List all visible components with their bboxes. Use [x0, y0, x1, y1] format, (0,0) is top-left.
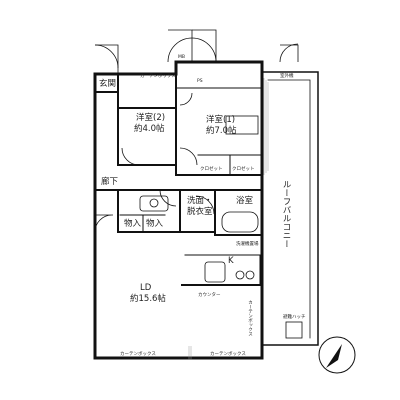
curtain-box-left: カーテンボックス: [120, 350, 156, 357]
room-western1-name: 洋室(1): [206, 114, 235, 125]
room-western2-size: 約4.0帖: [134, 123, 165, 134]
doors: [94, 29, 299, 233]
curtain-box-top: カーテンボックス: [140, 72, 176, 79]
fixtures: [139, 115, 259, 283]
room-washroom-line1: 洗面・: [187, 195, 213, 206]
room-bathroom: 浴室: [236, 195, 254, 206]
washer-space-label: 洗濯機置場: [236, 240, 259, 247]
room-hallway: 廊下: [101, 176, 119, 187]
room-labels: 玄関 洋室(2) 約4.0帖 洋室(1) 約7.0帖 廊下 洗面・ 脱衣室 浴室…: [99, 78, 291, 304]
curtain-box-side: カーテンボックス: [248, 300, 253, 337]
room-kitchen: K: [228, 256, 234, 266]
aircon-unit-label: 室外機: [280, 72, 294, 79]
room-ld-size: 約15.6帖: [130, 293, 166, 304]
curtain-box-right: カーテンボックス: [210, 350, 246, 357]
room-ld-name: LD: [140, 283, 152, 293]
room-storage-b: 物入: [146, 218, 164, 229]
walls: [93, 60, 319, 360]
room-roof-balcony: ルーフバルコニー: [281, 180, 291, 248]
room-washroom-line2: 脱衣室: [187, 206, 213, 217]
room-western2-name: 洋室(2): [136, 112, 165, 123]
roof-hatch-label: 避難ハッチ: [283, 313, 306, 320]
ps-label: PS: [197, 78, 203, 84]
closet-label-2: クロゼット: [232, 165, 255, 172]
counter-label: カウンター: [198, 291, 221, 298]
compass: [318, 336, 356, 374]
hatching: [188, 78, 269, 360]
closet-label-1: クロゼット: [200, 165, 223, 172]
room-storage-a: 物入: [124, 218, 142, 229]
room-western1-size: 約7.0帖: [206, 125, 237, 136]
roof-hatch-box: [285, 321, 303, 339]
mb-label: MB: [178, 54, 185, 60]
minor-labels: クロゼット クロゼット カウンター カーテンボックス カーテンボックス カーテン…: [120, 54, 306, 357]
room-entrance: 玄関: [99, 78, 116, 89]
